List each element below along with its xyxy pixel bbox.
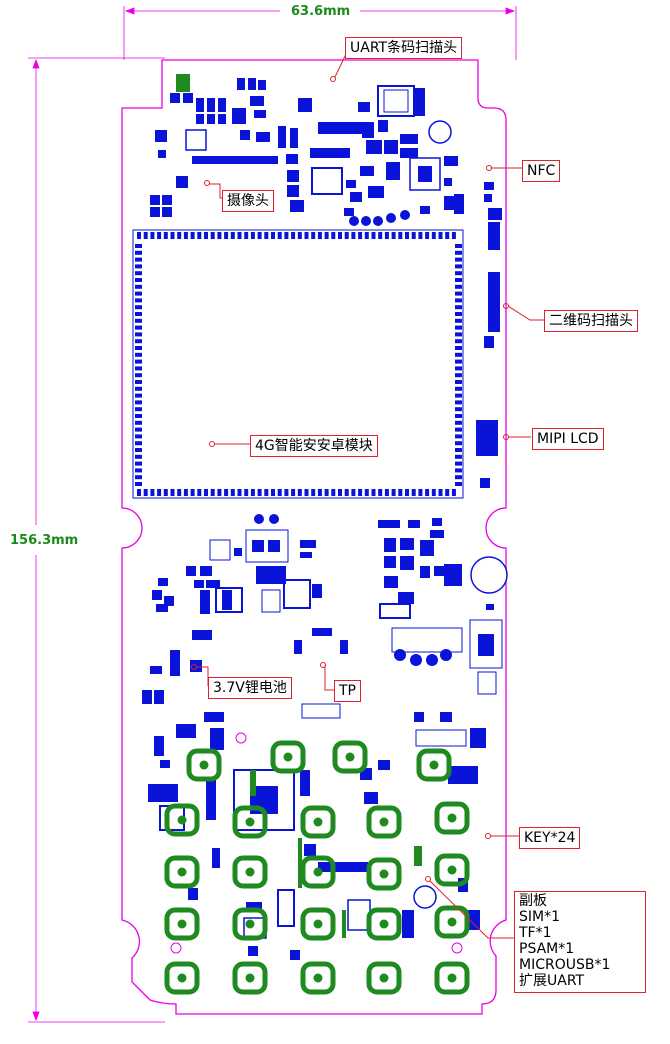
key-button <box>300 855 336 889</box>
label-keys: KEY*24 <box>519 827 581 849</box>
width-dimension-label: 63.6mm <box>291 4 351 19</box>
key-button <box>434 905 470 939</box>
key-button <box>366 907 402 941</box>
label-uart-scanner: UART条码扫描头 <box>345 37 463 59</box>
subboard-line: SIM*1 <box>519 909 561 925</box>
key-button <box>434 853 470 887</box>
key-button <box>164 855 200 889</box>
label-mipi-lcd: MIPI LCD <box>532 428 604 450</box>
key-button <box>270 740 306 774</box>
key-button <box>366 805 402 839</box>
label-camera: 摄像头 <box>222 190 274 212</box>
height-dimension <box>28 57 165 1023</box>
key-button <box>416 748 452 782</box>
key-button <box>366 961 402 995</box>
key-button <box>300 907 336 941</box>
label-qr-scanner: 二维码扫描头 <box>544 310 638 332</box>
subboard-line: 副板 <box>519 893 547 909</box>
subboard-line: MICROUSB*1 <box>519 957 611 973</box>
key-button <box>164 803 200 837</box>
label-tp: TP <box>334 680 361 702</box>
label-subboard: 副板 SIM*1 TF*1 PSAM*1 MICROUSB*1 扩展UART <box>514 891 646 993</box>
upper-components <box>150 74 502 488</box>
module-4g <box>132 229 464 499</box>
key-button <box>232 961 268 995</box>
middle-components <box>142 514 508 719</box>
key-button <box>332 740 368 774</box>
label-battery: 3.7V锂电池 <box>208 677 292 699</box>
lower-components <box>148 712 486 960</box>
key-button <box>434 961 470 995</box>
key-button <box>186 748 222 782</box>
subboard-line: PSAM*1 <box>519 941 575 957</box>
label-nfc: NFC <box>522 160 561 182</box>
key-button <box>232 805 268 839</box>
key-button <box>300 805 336 839</box>
key-button <box>164 961 200 995</box>
keypad <box>164 740 470 995</box>
width-dimension <box>123 6 517 60</box>
key-button <box>434 801 470 835</box>
key-button <box>300 961 336 995</box>
key-button <box>366 857 402 891</box>
key-button <box>164 907 200 941</box>
board-outline <box>121 59 507 1015</box>
subboard-line: TF*1 <box>519 925 552 941</box>
label-4g-module: 4G智能安安卓模块 <box>250 435 378 457</box>
subboard-line: 扩展UART <box>519 973 585 989</box>
height-dimension-label: 156.3mm <box>10 533 79 548</box>
key-button <box>232 855 268 889</box>
key-button <box>232 907 268 941</box>
